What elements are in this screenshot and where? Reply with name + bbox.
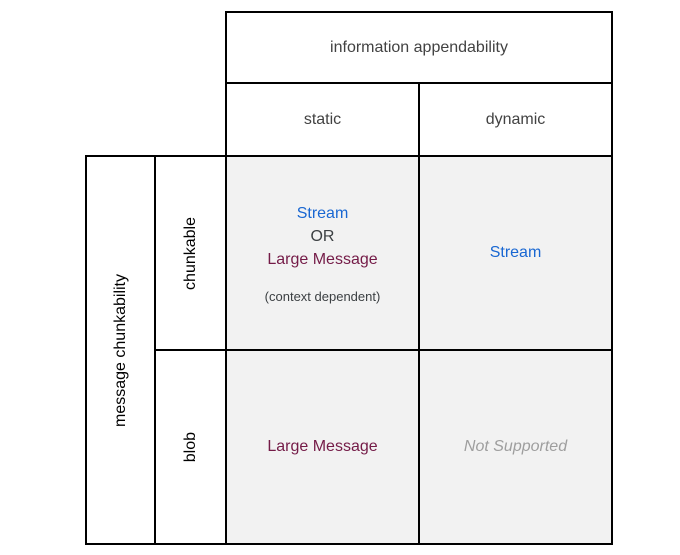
stream-label: Stream — [489, 244, 542, 261]
row-axis-title-cell: message chunkability — [85, 155, 156, 545]
cell-chunkable-static-content: Stream OR Large Message (context depende… — [265, 202, 381, 305]
cell-chunkable-dynamic: Stream — [418, 155, 613, 351]
context-dependent-note: (context dependent) — [264, 288, 381, 304]
row-header-chunkable: chunkable — [154, 155, 227, 351]
large-message-option-label: Large Message — [267, 250, 378, 268]
large-message-label: Large Message — [267, 438, 378, 455]
stream-option-label: Stream — [296, 204, 349, 222]
not-supported-label: Not Supported — [463, 438, 568, 455]
row-label-chunkable: chunkable — [181, 216, 199, 290]
column-header-static: static — [225, 82, 420, 157]
or-conjunction-label: OR — [310, 227, 335, 245]
column-label-static: static — [303, 110, 342, 128]
cell-blob-dynamic: Not Supported — [418, 349, 613, 545]
column-label-dynamic: dynamic — [485, 110, 546, 128]
row-label-blob: blob — [181, 431, 199, 463]
cell-blob-static: Large Message — [225, 349, 420, 545]
column-axis-title-cell: information appendability — [225, 11, 613, 84]
row-header-blob: blob — [154, 349, 227, 545]
row-axis-title: message chunkability — [111, 273, 129, 427]
cell-chunkable-static: Stream OR Large Message (context depende… — [225, 155, 420, 351]
column-header-dynamic: dynamic — [418, 82, 613, 157]
column-axis-title: information appendability — [330, 38, 508, 56]
